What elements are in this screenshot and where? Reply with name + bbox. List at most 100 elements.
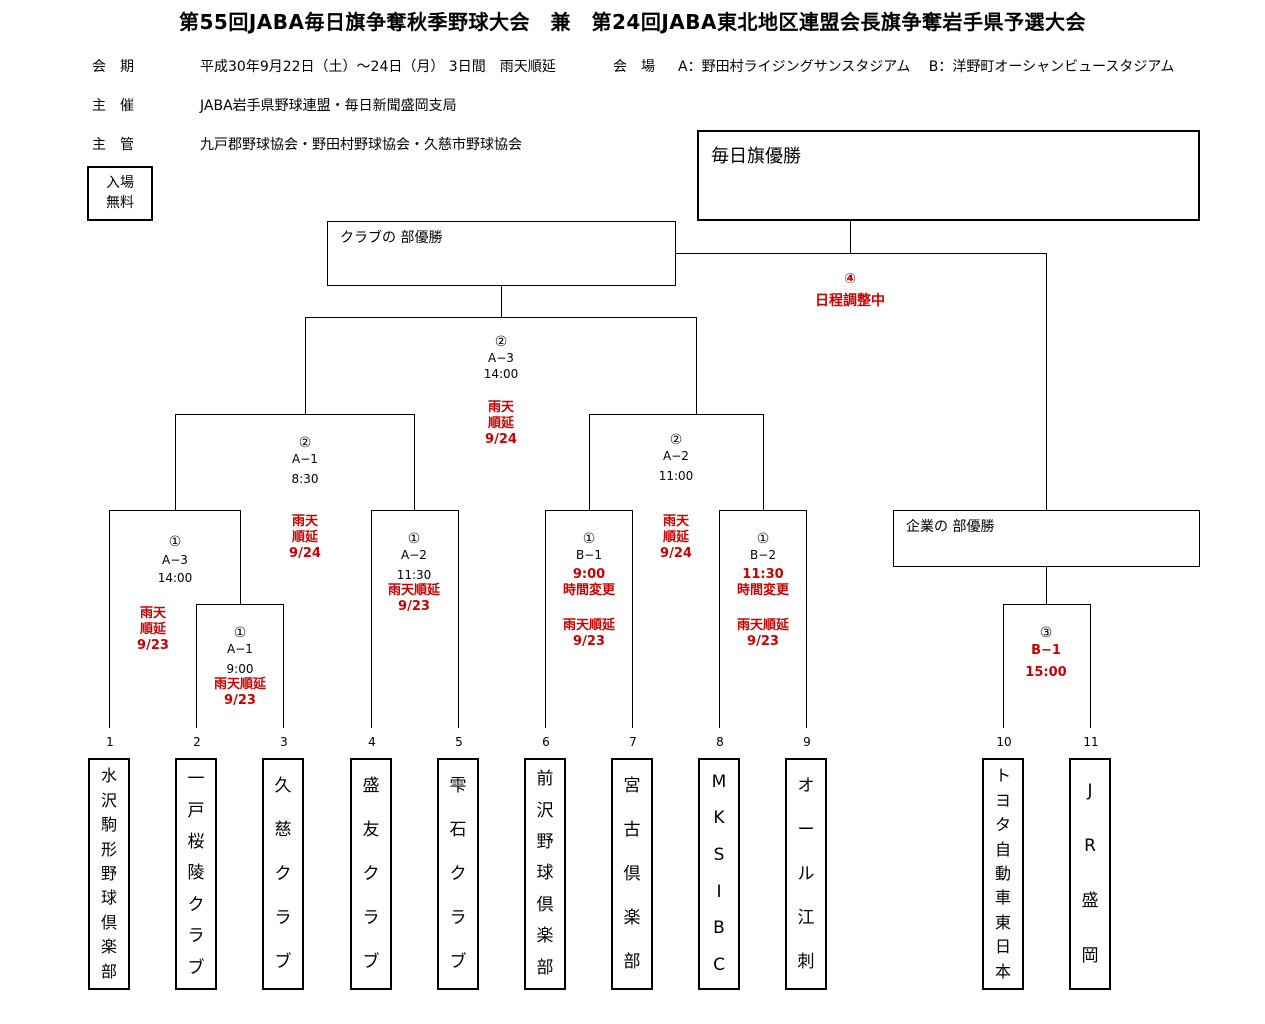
team-name-char: 桜 (187, 832, 205, 853)
team-number: 8 (716, 735, 724, 749)
team-name-char: ク (362, 863, 380, 884)
game-semi-right-venue: A−2 (663, 449, 689, 463)
game-final: ④ 日程調整中 (815, 268, 885, 312)
line-final-stem (850, 221, 851, 254)
game-g1-a2-round: ① (407, 531, 421, 547)
team-name-char: 前 (536, 769, 554, 790)
team-name-char: ブ (362, 951, 380, 972)
rain-text: 順延 (662, 530, 690, 545)
team-name-char: ブ (274, 951, 292, 972)
team-number: 10 (996, 735, 1012, 749)
team-name-char: 部 (536, 957, 554, 978)
team-name-char: 楽 (536, 926, 554, 947)
team-name-char: ー (797, 819, 815, 840)
game-semi-left: ② A−1 8:30 (292, 435, 319, 487)
game-g1-b1-time: 9:00 (572, 567, 606, 582)
rain-text: 雨天 (487, 400, 515, 415)
team-name-char: ク (274, 863, 292, 884)
team-name-char: 江 (797, 907, 815, 928)
team-name-char: B (713, 918, 725, 939)
team-name-char: オ (797, 775, 815, 796)
game-club-final-time: 14:00 (483, 367, 519, 381)
team-name-box: 一戸桜陵クラブ (175, 758, 217, 990)
admission-line1: 入場 (106, 175, 134, 191)
game-g1-a3-venue: A−3 (162, 553, 188, 567)
club-winner-label: クラブの 部優勝 (340, 230, 443, 246)
team-name-char: 岡 (1081, 946, 1099, 966)
team-name-char: M (711, 771, 727, 792)
game-g1-b2: ① B−2 11:30 時間変更 雨天順延 9/23 (737, 531, 789, 650)
admission-line2: 無料 (106, 195, 134, 211)
team-name-char: 陵 (187, 863, 205, 884)
team-name-char: K (713, 808, 725, 829)
team-name-box: オール江刺 (785, 758, 827, 990)
team-name-char: 東 (994, 912, 1011, 932)
period-label: 会 期 (92, 59, 134, 75)
game-g3-b1: ③ B−1 15:00 (1025, 624, 1066, 682)
line-g3b1-bar (1003, 604, 1091, 605)
manager-value: 九戸郡野球協会・野田村野球協会・久慈市野球協会 (200, 137, 522, 153)
rain-date: 9/24 (485, 432, 517, 447)
team-name-char: 球 (100, 888, 117, 908)
team-name-char: 宮 (623, 775, 641, 796)
line-team4 (371, 510, 372, 728)
company-winner-box: 企業の 部優勝 (893, 510, 1200, 567)
team-name-char: ラ (362, 907, 380, 928)
game-g1-b2-rain: 雨天順延 (736, 618, 790, 633)
line-final-right (1046, 253, 1047, 510)
rain-text: 順延 (487, 416, 515, 431)
line-club-right (696, 317, 697, 414)
game-g1-a3-time: 14:00 (157, 571, 193, 585)
team-number: 9 (803, 735, 811, 749)
line-team1 (109, 510, 110, 728)
team-name-char: 慈 (274, 819, 292, 840)
game-semi-left-time: 8:30 (291, 472, 319, 486)
game-g1-a3: ① A−3 14:00 (158, 533, 193, 587)
game-g1-b1-venue: B−1 (576, 548, 602, 562)
team-name-char: 本 (994, 961, 1011, 981)
line-team8 (719, 510, 720, 728)
game-g1-a2-time: 11:30 (396, 568, 432, 582)
line-company-stem (1046, 567, 1047, 604)
team-name-char: 自 (994, 839, 1011, 859)
team-name-char: R (1084, 836, 1096, 856)
line-team10 (1003, 604, 1004, 728)
host-label: 主 催 (92, 98, 134, 114)
mainichi-winner-box: 毎日旗優勝 (697, 130, 1200, 221)
team-name-char: C (713, 955, 725, 976)
team-name-box: 久慈クラブ (262, 758, 304, 990)
team-name-char: 駒 (100, 815, 117, 835)
team-name-char: 形 (100, 839, 117, 859)
team-name-box: トヨタ自動車東日本 (982, 758, 1024, 990)
rain-text: 雨天 (139, 606, 167, 621)
game-g1-a1-round: ① (233, 625, 247, 641)
period-value: 平成30年9月22日（土）〜24日（月） 3日間 雨天順延 (200, 59, 556, 75)
team-name-char: ク (187, 894, 205, 915)
line-team9 (806, 510, 807, 728)
line-g1a3-right (240, 510, 241, 604)
game-final-round: ④ (844, 271, 856, 287)
game-club-final-rain: 雨天 順延 9/24 (485, 400, 517, 448)
team-name-char: 野 (100, 863, 117, 883)
team-number: 5 (455, 735, 463, 749)
team-name-char: 部 (623, 951, 641, 972)
manager-label: 主 管 (92, 137, 134, 153)
team-name-char: 沢 (100, 790, 117, 810)
game-club-final: ② A−3 14:00 (484, 334, 519, 382)
game-semi-right: ② A−2 11:00 (659, 432, 694, 484)
game-g1-a3-round: ① (168, 534, 182, 550)
host-value: JABA岩手県野球連盟・毎日新聞盛岡支局 (200, 98, 457, 114)
rain-date: 9/24 (660, 546, 692, 561)
team-name-char: 車 (994, 888, 1011, 908)
team-name-char: 戸 (187, 800, 205, 821)
game-g1-a2-date: 9/23 (398, 599, 430, 614)
team-name-char: ヨ (994, 790, 1011, 810)
line-club-left (305, 317, 306, 414)
line-team2 (196, 604, 197, 728)
company-winner-label: 企業の 部優勝 (906, 519, 995, 535)
rain-date: 9/23 (137, 638, 169, 653)
team-name-char: タ (994, 815, 1011, 835)
game-semi-left-rain: 雨天 順延 9/24 (289, 514, 321, 562)
